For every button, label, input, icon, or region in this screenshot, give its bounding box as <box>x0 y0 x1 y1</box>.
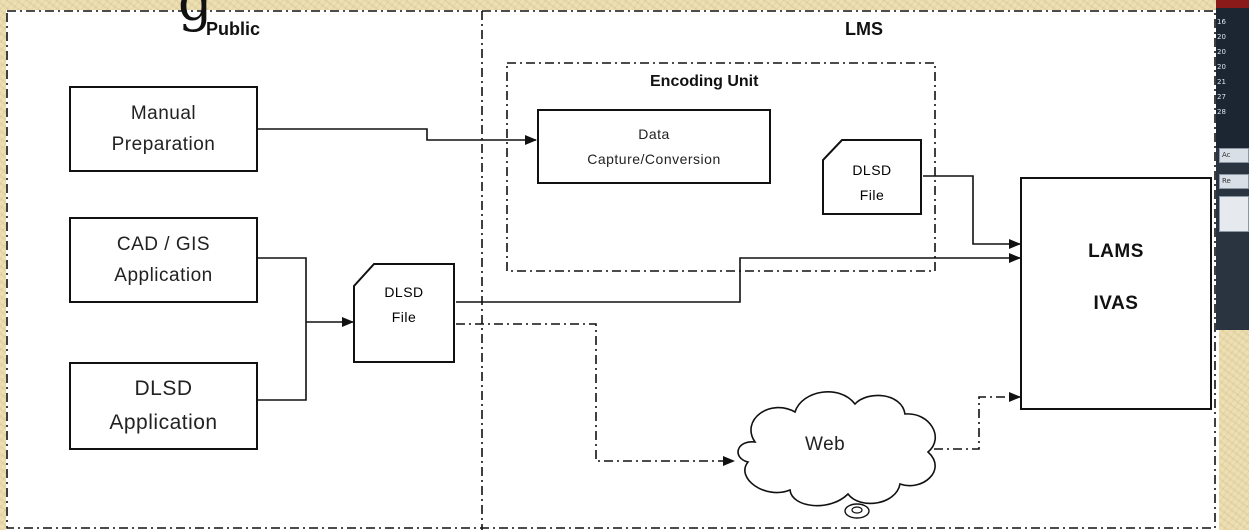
box-label: Capture/Conversion <box>587 150 721 167</box>
arrow-web-to-lams <box>934 392 1021 450</box>
thumbnail-field: Re <box>1219 174 1249 189</box>
thumbnail-panel <box>1216 8 1249 148</box>
thumbnail-row: 28 <box>1217 108 1226 116</box>
box-label: Manual <box>130 103 197 124</box>
arrow-dlsd-file-lms-to-lams <box>923 175 1021 249</box>
thumbnail-row: 21 <box>1217 78 1226 86</box>
dlsd-application-box: DLSD Application <box>69 362 258 450</box>
thumbnail-text-area <box>1219 196 1249 232</box>
box-label: DLSD <box>852 162 892 178</box>
encoding-unit-title: Encoding Unit <box>650 73 759 90</box>
zone-title-lms: LMS <box>845 19 883 39</box>
box-label: File <box>391 309 417 325</box>
web-cloud-shape <box>737 391 936 507</box>
thumbnail-row: 20 <box>1217 48 1226 56</box>
calendar-thumbnail: 16 20 20 20 21 27 28 Ac Re <box>1216 0 1249 330</box>
thumbnail-field: Ac <box>1219 148 1249 163</box>
ivas-label: IVAS <box>1093 293 1139 314</box>
arrow-dlsd-file-to-web <box>456 323 735 466</box>
data-capture-box: Data Capture/Conversion <box>537 109 771 184</box>
manual-preparation-box: Manual Preparation <box>69 86 258 172</box>
cad-gis-application-box: CAD / GIS Application <box>69 217 258 303</box>
thumbnail-field-label: Re <box>1222 177 1231 185</box>
thumbnail-row: 20 <box>1217 33 1226 41</box>
partial-title-glyph: g <box>178 0 213 33</box>
box-label: DLSD <box>384 284 424 300</box>
thumbnail-header <box>1216 0 1249 8</box>
dlsd-file-lms-shape <box>822 139 922 215</box>
lams-ivas-box: LAMS IVAS <box>1020 177 1212 410</box>
dlsd-file-public-label: DLSD File <box>354 280 454 330</box>
thumbnail-row: 27 <box>1217 93 1226 101</box>
zone-title-public: Public <box>206 19 261 39</box>
dlsd-file-lms-label: DLSD File <box>823 158 921 208</box>
line-cad-to-merge <box>257 257 307 401</box>
box-label: Application <box>109 411 218 434</box>
thumbnail-row: 20 <box>1217 63 1226 71</box>
box-label: CAD / GIS <box>116 234 211 255</box>
cloud-tail-bubble-inner <box>851 506 863 514</box>
box-label: Preparation <box>111 134 216 155</box>
lams-label: LAMS <box>1088 241 1144 262</box>
box-label: Application <box>114 265 213 286</box>
thumbnail-field-label: Ac <box>1222 151 1231 159</box>
dlsd-file-public-shape <box>353 263 455 363</box>
web-label: Web <box>805 434 846 455</box>
thumbnail-row: 16 <box>1217 18 1226 26</box>
arrow-manual-to-capture <box>257 128 537 145</box>
arrow-dlsd-file-public-to-lams <box>456 253 1021 303</box>
zone-border-outer <box>6 10 1216 529</box>
box-label: Data <box>638 125 670 142</box>
box-label: DLSD <box>134 377 193 400</box>
encoding-unit-border <box>506 62 936 272</box>
box-label: File <box>859 187 885 203</box>
